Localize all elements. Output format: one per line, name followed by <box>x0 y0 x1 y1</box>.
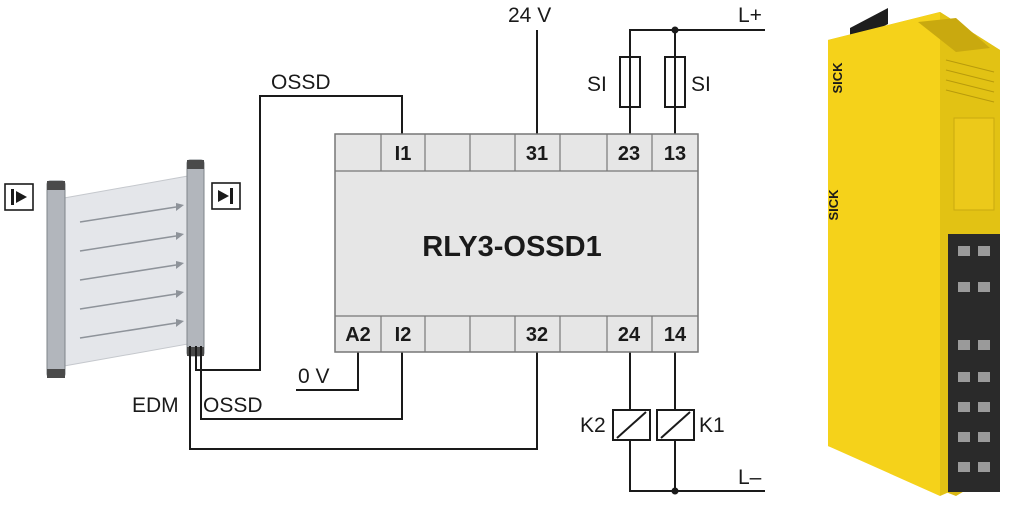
terminal-dividers-top <box>380 134 653 171</box>
sender-symbol-icon <box>4 183 34 211</box>
terminal-block <box>948 234 1000 492</box>
safety-relay-box: RLY3-OSSD1 I1 31 23 13 A2 I2 32 24 14 <box>334 133 699 353</box>
sender-cap-top <box>47 181 65 190</box>
lminus-label: L– <box>738 466 762 489</box>
light-curtain-sender <box>46 180 66 378</box>
wire-ossd-to-i2 <box>200 346 403 420</box>
sender-cap-bottom <box>47 369 65 378</box>
wire-ossd-to-i1 <box>195 95 403 371</box>
lplus-label: L+ <box>738 4 762 27</box>
light-beams <box>79 206 177 339</box>
terminal-24: 24 <box>618 324 641 346</box>
terminal-23: 23 <box>618 143 640 165</box>
fuse-right-label: SI <box>691 73 711 96</box>
wire-lplus-bus <box>674 29 765 57</box>
receiver-cap-top <box>187 160 204 169</box>
terminal-screws <box>958 246 990 472</box>
fuse-left-label: SI <box>587 73 607 96</box>
supply-24v-label: 24 V <box>508 4 551 27</box>
relay-k2-label: K2 <box>580 414 606 437</box>
terminal-14: 14 <box>664 324 687 346</box>
relay-coil-k2-slash <box>616 411 647 439</box>
wire-edm-to-32 <box>189 346 538 450</box>
product-brand-front: SICK <box>830 62 845 94</box>
terminal-31: 31 <box>526 143 548 165</box>
wire-0v-to-a2 <box>296 352 359 391</box>
terminal-a2: A2 <box>345 324 371 346</box>
product-brand-lower: SICK <box>826 189 841 221</box>
safety-relay-product-image: SICK SICK <box>826 8 1000 496</box>
ossd-label-top: OSSD <box>271 71 331 94</box>
terminal-13: 13 <box>664 143 686 165</box>
junction-dot-lminus <box>671 487 679 495</box>
wire-k2-to-lminus <box>629 440 675 492</box>
light-beam-arrowheads <box>176 203 184 327</box>
product-top-vents <box>918 18 990 52</box>
terminal-i2: I2 <box>395 324 412 346</box>
edm-label: EDM <box>132 394 179 417</box>
device-name: RLY3-OSSD1 <box>422 231 601 263</box>
terminal-dividers-bottom <box>380 316 653 352</box>
zero-v-label: 0 V <box>298 365 330 388</box>
side-vents <box>945 59 995 103</box>
relay-k1-label: K1 <box>699 414 725 437</box>
receiver-symbol-icon <box>211 182 241 210</box>
terminal-32: 32 <box>526 324 548 346</box>
wire-fuse-left-to-bus <box>629 29 675 57</box>
ossd-label-bottom: OSSD <box>203 394 263 417</box>
terminal-i1: I1 <box>395 143 412 165</box>
product-front-face <box>828 12 940 496</box>
led-panel <box>953 117 995 211</box>
light-curtain <box>4 159 241 378</box>
light-curtain-receiver <box>186 159 205 357</box>
junction-dot-lplus <box>671 26 679 34</box>
relay-coil-k1-slash <box>660 411 691 439</box>
